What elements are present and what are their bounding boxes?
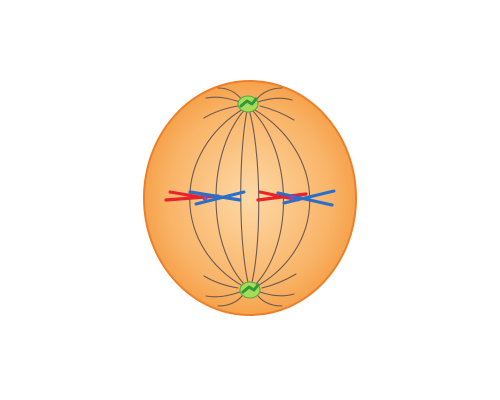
chromatid-blue: [188, 190, 242, 202]
astral-ray: [205, 96, 241, 103]
chromatid-red: [168, 190, 208, 200]
astral-ray: [205, 291, 241, 298]
centromere: [202, 195, 208, 201]
astral-ray: [255, 87, 283, 101]
chromatid-blue: [282, 189, 336, 205]
spindle-fiber: [247, 105, 284, 291]
chromosome-right: [256, 189, 336, 207]
cell-membrane: [143, 80, 357, 316]
astral-ray: [203, 275, 239, 289]
chromatid-blue: [194, 190, 246, 206]
astral-ray: [261, 273, 297, 289]
astral-ray: [257, 97, 293, 103]
astral-ray: [259, 105, 295, 121]
chromosome-left: [164, 190, 246, 206]
centrosome-top: [237, 95, 259, 113]
centrosome-bottom: [239, 281, 261, 299]
astral-ray: [257, 295, 283, 307]
astral-ray: [217, 295, 243, 307]
astral-ray: [259, 291, 295, 297]
centromere: [289, 195, 295, 201]
astral-ray: [203, 105, 239, 119]
